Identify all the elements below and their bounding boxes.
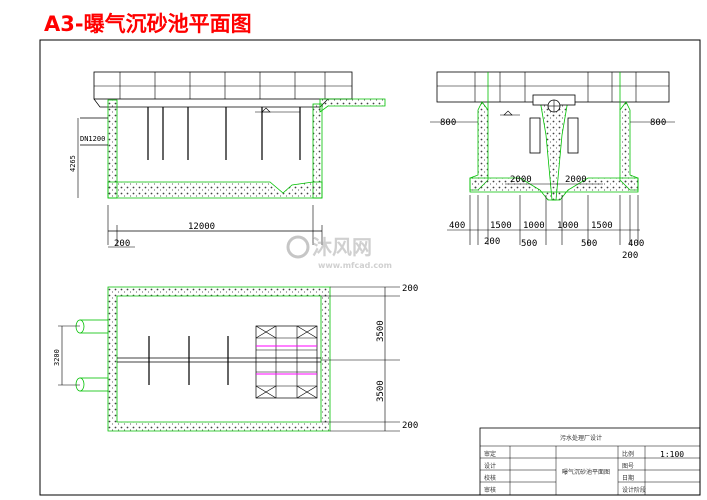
end-dim-400-left: 400 xyxy=(449,221,465,231)
end-dim-1000-left: 1000 xyxy=(523,221,545,231)
row-label-design: 设计 xyxy=(484,462,496,470)
end-hopper xyxy=(469,177,639,201)
end-mid-right-dim: 2000 xyxy=(565,175,587,185)
title-block: 污水处理厂设计 设计 校核 审核 审定 曝气沉砂池平面图 比例 1:100 图号… xyxy=(479,427,701,496)
section-deck xyxy=(93,71,353,100)
end-left-wall xyxy=(469,101,489,191)
end-right-wall xyxy=(619,101,639,191)
section-bottom-dim: 200 xyxy=(114,239,130,249)
drawing-title: A3-曝气沉砂池平面图 xyxy=(44,12,252,36)
plan-bottom-dim: 200 xyxy=(402,421,418,431)
title-block-header: 污水处理厂设计 xyxy=(560,434,602,442)
plan-aeration-pipes xyxy=(148,336,229,385)
watermark: 沐风网 www.mfcad.com xyxy=(286,235,392,270)
row-label-check: 校核 xyxy=(484,474,496,482)
scale-label: 比例 xyxy=(622,450,634,458)
height-dim-label: 4265 xyxy=(69,155,77,172)
watermark-logo-icon xyxy=(286,235,310,259)
end-dim-1500-right: 1500 xyxy=(591,221,613,231)
right-label-date: 日期 xyxy=(622,474,634,482)
end-dim-200-right: 200 xyxy=(622,251,638,261)
end-dim-400-right: 400 xyxy=(628,239,644,249)
aeration-pipes xyxy=(147,107,301,160)
watermark-url: www.mfcad.com xyxy=(318,261,392,270)
end-dim-1000-right: 1000 xyxy=(557,221,579,231)
end-view: 800 800 2000 2000 400 1500 1000 1000 150… xyxy=(430,71,675,261)
plan-view: 3200 200 3500 3500 200 xyxy=(53,284,418,432)
row-label-approve: 审定 xyxy=(484,450,496,458)
end-left-top-dim: 800 xyxy=(440,118,456,128)
end-mid-left-dim: 2000 xyxy=(510,175,532,185)
plan-upper-dim: 3500 xyxy=(376,320,386,342)
row-label-review: 审核 xyxy=(484,486,496,494)
scale-value: 1:100 xyxy=(660,450,684,459)
section-width-dim: 12000 xyxy=(188,222,215,232)
right-label-stage: 设计阶段 xyxy=(622,486,646,494)
title-block-drawing-name: 曝气沉砂池平面图 xyxy=(562,468,610,476)
end-dim-200-left: 200 xyxy=(484,237,500,247)
plan-left-dim: 3200 xyxy=(53,349,61,366)
sheet-border xyxy=(39,39,701,496)
right-label-number: 图号 xyxy=(622,463,634,470)
section-bottom-slab xyxy=(107,181,323,199)
section-view: DN1200 4265 12000 200 xyxy=(69,71,386,249)
plan-bridge xyxy=(255,325,318,399)
end-right-top-dim: 800 xyxy=(650,118,666,128)
plan-lower-dim: 3500 xyxy=(376,380,386,402)
watermark-brand: 沐风网 xyxy=(312,235,372,259)
center-divider xyxy=(539,99,569,201)
end-dim-1500-left: 1500 xyxy=(490,221,512,231)
end-dim-500-right: 500 xyxy=(581,239,597,249)
end-dim-500-left: 500 xyxy=(521,239,537,249)
outlet-channel xyxy=(319,98,386,113)
pipe-dn-label: DN1200 xyxy=(80,135,105,143)
plan-top-dim: 200 xyxy=(402,284,418,294)
